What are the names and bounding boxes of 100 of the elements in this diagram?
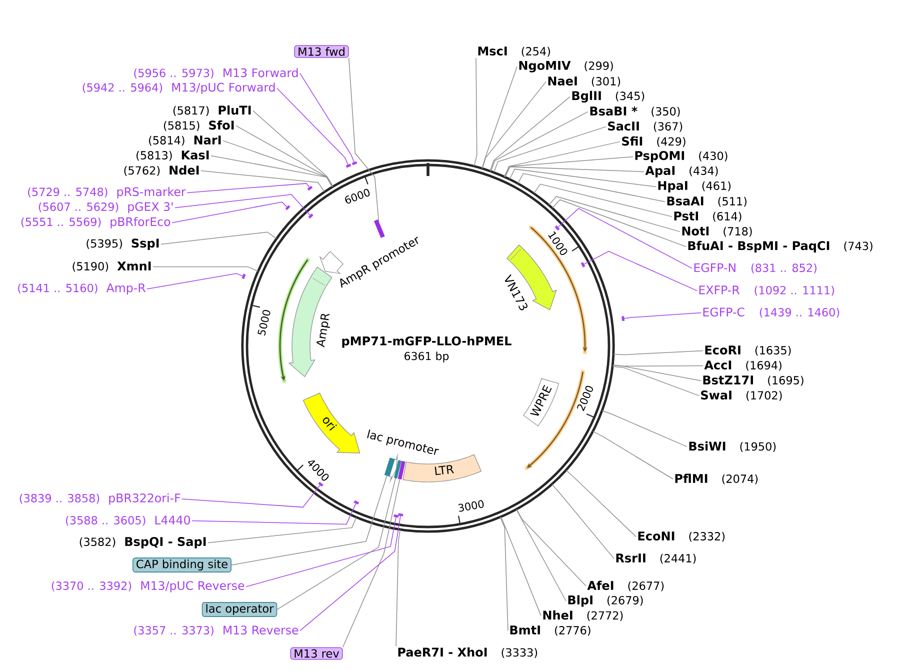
feature-tag: M13 rev [290,647,343,660]
feature-box: LTR [402,454,482,482]
leader-line [504,156,634,178]
leader-line [186,183,310,194]
leader-line [584,250,698,292]
leader-line [490,96,570,172]
leader-line [517,173,666,202]
primer-mark [285,205,290,210]
restriction-site-label: NotI (718) [682,226,752,237]
restriction-site-label: PaeR7I - XhoI (3333) [398,647,538,658]
feature-mark [398,460,406,480]
leader-line [474,58,478,166]
plasmid-size: 6361 bp [404,352,449,362]
leader-line [208,517,357,544]
leader-line [276,88,348,165]
leader-line [300,72,354,162]
feature-segment: ori [302,392,360,454]
restriction-site-label: SacII (367) [608,122,682,132]
scale-label: 2000 [577,386,593,412]
primer-label: (5942 .. 5964) M13/pUC Forward [82,82,275,94]
leader-line [236,125,333,187]
primer-label: (5956 .. 5973) M13 Forward [134,68,298,79]
leader-line [500,516,508,632]
restriction-site-label: AccI (1694) [704,360,782,371]
restriction-site-label: BglII (345) [572,90,644,103]
primer-label: (3839 .. 3858) pBR322ori-F [20,493,180,505]
restriction-site-label: MscI (254) [478,46,550,57]
scale-label: 3000 [458,500,484,512]
plasmid-name: pMP71-mGFP-LLO-hPMEL [342,336,512,348]
restriction-site-label: SfiI (429) [622,136,686,147]
leader-line [200,170,325,192]
primer-mark [622,316,625,322]
leader-line [624,312,702,319]
feature-tag: CAP binding site [132,558,232,572]
leader-line [500,516,542,616]
leader-line [182,484,320,508]
leader-line [494,126,606,173]
leader-line [612,364,702,382]
leader-line [482,66,518,169]
primer-label: EXFP-R (1092 .. 1111) [699,286,834,296]
primer-label: (5729 .. 5748) pRS-marker [28,187,186,198]
primer-mark [346,164,352,168]
restriction-site-label: (5190) XmnI [72,262,151,272]
restriction-site-label: EcoNI (2332) [638,532,725,542]
restriction-site-label: PspOMI (430) [635,151,728,162]
leader-line [172,202,288,224]
leader-line [152,266,258,272]
restriction-site-label: (5817) PluTI [173,105,251,116]
restriction-site-label: BsaBI * (350) [590,106,680,117]
restriction-site-label: (5762) NdeI [124,165,199,176]
restriction-site-label: HpaI (461) [658,181,731,192]
restriction-site-label: (3582) BspQI - SapI [80,537,206,548]
plasmid-backbone [241,159,615,533]
restriction-site-label: BmtI (2776) [510,626,590,636]
primer-mark [242,274,246,279]
restriction-site-label: BsaAI (511) [667,196,746,207]
primer-label: (3357 .. 3373) M13 Reverse [134,626,298,636]
restriction-site-label: EcoRI (1635) [705,346,791,356]
leader-line [509,168,656,188]
leader-line [516,509,566,602]
restriction-site-label: BfuAI - BspMI - PaqCI (743) [688,240,872,252]
primer-label: EGFP-C (1439 .. 1460) [703,308,840,318]
leader-line [192,503,356,525]
restriction-site-label: NgoMIV (299) [519,61,613,72]
restriction-site-label: PflMI (2074) [675,474,758,484]
leader-line [566,470,636,538]
leader-line [612,364,704,367]
feature-label: lac promoter [367,429,439,455]
leader-line [490,111,588,172]
primer-mark [398,513,404,516]
leader-line [534,184,672,218]
primer-label: (3370 .. 3392) M13/pUC Reverse [52,581,244,592]
scale-label: 6000 [345,188,370,204]
primer-label: (5607 .. 5629) pGEX 3' [38,202,173,214]
primer-mark [354,500,360,504]
primer-label: (3588 .. 3605) L4440 [66,516,190,526]
leader-line [602,410,688,448]
leader-line [592,431,674,480]
primer-label: (5141 .. 5160) Amp-R [18,283,146,295]
leader-line [231,475,388,566]
feature-label: AmpR [316,314,330,348]
leader-line [160,232,277,245]
primer-mark [352,161,358,166]
leader-line [222,140,333,188]
restriction-site-label: BstZ17I (1695) [703,376,804,386]
primer-label: EGFP-N (831 .. 852) [694,263,816,274]
primer-label: (5551 .. 5569) pBRforEco [21,217,170,228]
primer-mark [580,262,586,268]
leader-line [174,194,310,216]
leader-line [276,478,396,610]
restriction-site-label: (5813) KasI [136,150,209,161]
leader-line [504,141,620,178]
primer-mark [307,186,313,191]
restriction-site-label: (5815) SfoI [164,120,234,131]
restriction-site-label: PstI (614) [674,212,742,222]
leader-line [613,350,704,356]
primer-mark [554,225,560,231]
primer-mark [394,514,399,518]
restriction-site-label: ApaI (434) [645,166,718,178]
restriction-site-label: RsrII (2441) [616,554,696,564]
